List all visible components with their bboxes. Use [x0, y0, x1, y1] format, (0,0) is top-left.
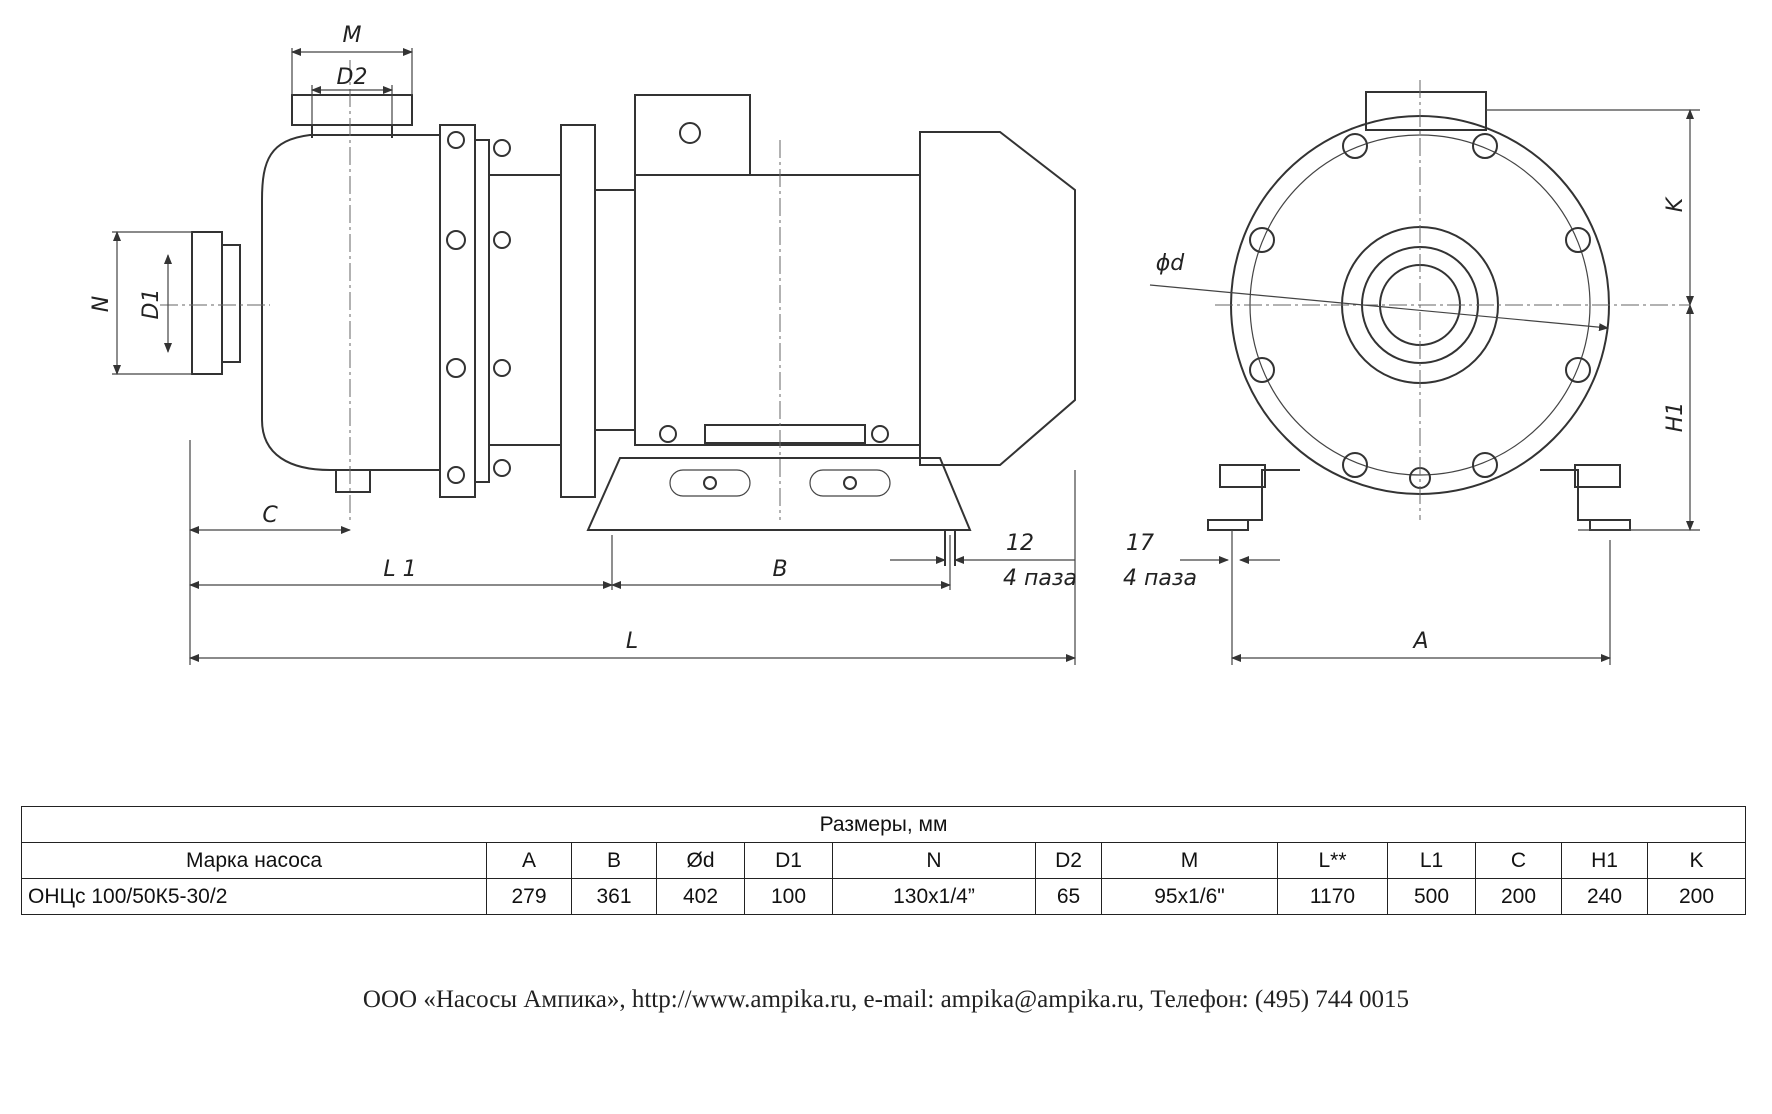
table-header-cell: M	[1101, 842, 1278, 879]
table-cell: 500	[1387, 878, 1476, 915]
dim-D1-label: D1	[139, 289, 164, 320]
dim-slot12-label: 12	[1006, 531, 1034, 556]
table-header-cell: C	[1475, 842, 1562, 879]
inlet-flange	[191, 231, 223, 375]
table-cell: 240	[1561, 878, 1648, 915]
dim-slots-a-label: 4 паза	[1003, 566, 1077, 591]
motor-flange	[560, 124, 596, 498]
dim-H1-label: H1	[1663, 402, 1688, 433]
table-header-cell: Ød	[656, 842, 745, 879]
table-cell: 100	[744, 878, 833, 915]
table-header-cell: L**	[1277, 842, 1388, 879]
table-cell: 279	[486, 878, 572, 915]
table-cell: 200	[1475, 878, 1562, 915]
table-header-cell: K	[1646, 842, 1747, 879]
pump-casing	[261, 134, 441, 471]
table-cell: 200	[1646, 878, 1747, 915]
table-cell: 361	[571, 878, 657, 915]
fan-cover	[919, 131, 1076, 466]
dim-phid-label: ϕd	[1156, 251, 1186, 276]
side-view	[160, 60, 1076, 566]
table-header-cell: A	[486, 842, 572, 879]
dim-A-label: A	[1411, 629, 1428, 654]
table-header-cell: D2	[1035, 842, 1102, 879]
casing-flange	[439, 124, 476, 498]
motor-base	[586, 457, 972, 531]
table-caption-row: Размеры, мм	[20, 806, 1747, 843]
table-cell: 402	[656, 878, 745, 915]
table-cell: 95x1/6"	[1101, 878, 1278, 915]
front-view-dimensions: ϕd K H1 A 17 4 паза	[1123, 109, 1700, 665]
dim-L1-label: L 1	[383, 557, 416, 582]
company-contacts-footer: ООО «Насосы Ампика», http://www.ampika.r…	[362, 986, 1410, 1013]
front-view	[1149, 80, 1690, 531]
side-view-dimensions: M D2 N D1 C L 1 B L 12 4 паза	[89, 23, 1077, 665]
table-header-cell: H1	[1561, 842, 1648, 879]
table-header-cell: N	[832, 842, 1036, 879]
dim-L-label: L	[626, 629, 638, 654]
table-header-cell: Марка насоса	[21, 842, 487, 879]
table-header-cell: B	[571, 842, 657, 879]
table-header-cell: L1	[1387, 842, 1476, 879]
dim-slots-b-label: 4 паза	[1123, 566, 1197, 591]
dim-M-label: M	[343, 23, 362, 48]
shaft-housing	[488, 174, 562, 446]
dim-C-label: C	[262, 503, 278, 528]
dim-B-label: B	[772, 557, 787, 582]
dim-K-label: K	[1663, 196, 1688, 212]
dim-D2-label: D2	[337, 65, 368, 90]
motor-body	[634, 174, 921, 446]
outlet-top	[1365, 91, 1487, 131]
table-header-cell: D1	[744, 842, 833, 879]
pump-technical-drawing: M D2 N D1 C L 1 B L 12 4 паза	[89, 23, 1700, 665]
dim-N-label: N	[89, 296, 114, 312]
outlet-flange	[291, 94, 413, 126]
terminal-box	[634, 94, 751, 176]
table-cell: 65	[1035, 878, 1102, 915]
table-cell: 1170	[1277, 878, 1388, 915]
table-caption: Размеры, мм	[20, 806, 1747, 843]
table-cell: 130x1/4”	[832, 878, 1036, 915]
dim-slot17-label: 17	[1126, 531, 1154, 556]
table-cell: ОНЦс 100/50К5-30/2	[21, 878, 487, 915]
